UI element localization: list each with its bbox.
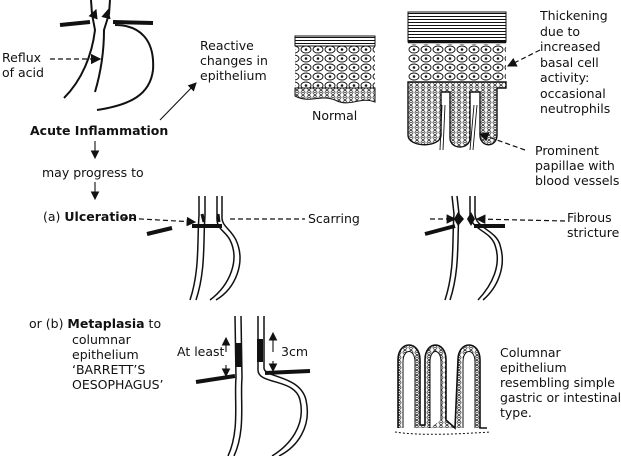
thickened-epithelium-drawing: [407, 11, 507, 151]
thickening-line: increased: [540, 39, 601, 54]
fibrous-line2: stricture: [567, 225, 620, 240]
fibrous-line1: Fibrous: [567, 210, 612, 225]
metaplasia-prefix: or (b): [29, 316, 68, 331]
reactive-line3: epithelium: [200, 68, 267, 83]
reactive-changes-label: Reactive changes in epithelium: [200, 38, 268, 83]
metaplasia-suffix: to: [144, 316, 162, 331]
papillae-label: Prominent papillae with blood vessels: [535, 143, 619, 188]
ulceration-drawing: [146, 196, 241, 301]
thickening-line: neutrophils: [540, 101, 611, 116]
three-cm-label: 3cm: [281, 344, 309, 359]
metaplasia-label: or (b) Metaplasia to: [29, 316, 161, 331]
metaplasia-desc-line: columnar: [72, 332, 131, 347]
metaplasia-term: Metaplasia: [67, 316, 145, 331]
thickening-arrow: [506, 49, 541, 67]
thickening-line: basal cell: [540, 54, 599, 70]
columnar-line: resembling simple: [500, 375, 615, 390]
metaplasia-description: columnar epithelium ‘BARRETT’S OESOPHAGU…: [72, 332, 164, 392]
barretts-drawing: [195, 315, 311, 456]
normal-epithelium-drawing: [294, 35, 376, 104]
thickening-label: Thickening due to increased basal cell a…: [540, 8, 610, 117]
reflux-label: Reflux of acid: [2, 50, 44, 80]
columnar-line: Columnar: [500, 345, 561, 360]
stricture-drawing: [424, 195, 505, 301]
thickening-line: occasional: [540, 85, 606, 101]
ulceration-arrow: [122, 216, 197, 227]
scarring-label: Scarring: [308, 211, 360, 226]
columnar-line: epithelium: [500, 360, 567, 375]
ulceration-prefix: (a): [43, 209, 65, 224]
columnar-line: type.: [500, 405, 532, 420]
stomach-reflux-drawing: [59, 0, 155, 111]
metaplasia-desc-line: ‘BARRETT’S: [72, 362, 146, 377]
thickening-line: activity:: [540, 70, 590, 85]
metaplasia-desc-line: OESOPHAGUS’: [72, 377, 164, 392]
reactive-line2: changes in: [200, 53, 268, 68]
columnar-epithelium-drawing: [394, 344, 491, 435]
acute-inflammation-label: Acute Inflammation: [30, 123, 169, 138]
reflux-label-line2: of acid: [2, 65, 44, 80]
papillae-line: Prominent: [535, 143, 599, 158]
fibrous-stricture-label: Fibrous stricture: [567, 210, 619, 240]
columnar-line: gastric or intestinal: [500, 390, 621, 405]
columnar-label: Columnar epithelium resembling simple ga…: [500, 345, 621, 420]
reactive-arrow: [159, 82, 197, 121]
ulceration-term: Ulceration: [64, 209, 138, 224]
at-least-label: At least: [177, 344, 225, 359]
metaplasia-desc-line: epithelium: [72, 347, 139, 362]
papillae-line: papillae with: [535, 158, 615, 173]
fibrous-arrow: [475, 214, 566, 224]
ulceration-label: (a) Ulceration: [43, 209, 137, 224]
normal-label: Normal: [312, 108, 358, 123]
reflux-label-line1: Reflux: [2, 50, 42, 65]
thickening-line: Thickening: [540, 8, 608, 23]
reactive-line1: Reactive: [200, 38, 254, 53]
may-progress-label: may progress to: [42, 165, 144, 180]
thickening-line: due to: [540, 23, 581, 39]
papillae-line: blood vessels: [535, 173, 620, 188]
metaplasia-line1: or (b) Metaplasia to: [29, 316, 161, 331]
